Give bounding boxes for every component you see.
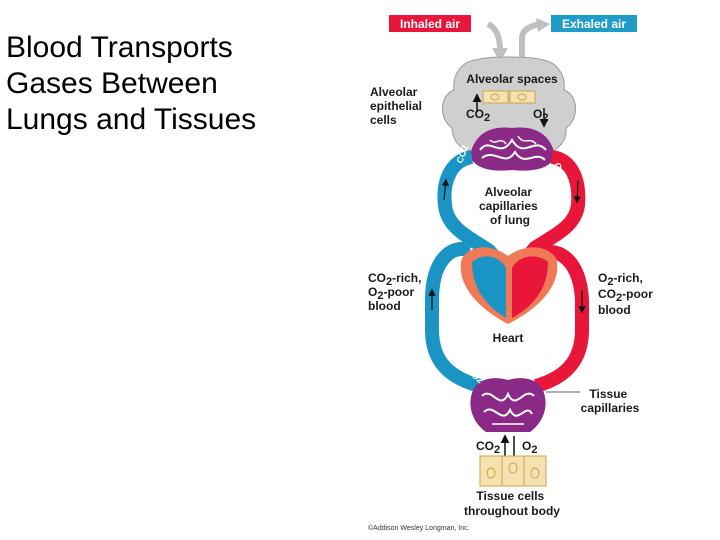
alveolar-cell-2 xyxy=(509,90,536,104)
lung-vessel-o2-label: O2 xyxy=(552,161,566,176)
heart-label: Heart xyxy=(493,331,524,345)
exhaled-air-badge xyxy=(551,15,637,32)
alveolar-cell-1-nucleus xyxy=(490,93,500,101)
tissue-cells xyxy=(479,455,547,487)
alveolar-capillaries-label: Alveolar capillaries of lung xyxy=(479,185,541,227)
alveolar-epithelial-cells-label: Alveolar epithelial cells xyxy=(370,85,425,127)
slide-title: Blood Transports Gases Between Lungs and… xyxy=(6,30,336,138)
air-in-arrow xyxy=(486,21,503,51)
lung-vessel-co2-label: CO2 xyxy=(454,144,470,165)
lung-capillary-bed xyxy=(470,127,555,171)
alveolar-cell-1 xyxy=(482,90,509,104)
tissue-capillary-bed xyxy=(470,378,546,432)
tissue-cells-label: Tissue cells throughout body xyxy=(464,489,560,518)
lung-o2-label: O2 xyxy=(533,107,548,124)
inhaled-air-badge xyxy=(389,15,471,32)
exhaled-air-label: Exhaled air xyxy=(562,17,626,31)
heart xyxy=(460,247,558,324)
flow-arrow-1 xyxy=(441,178,450,201)
title-line-2: Gases Between xyxy=(6,67,218,100)
title-line-1: Blood Transports xyxy=(6,31,233,64)
title-line-3: Lungs and Tissues xyxy=(6,103,257,136)
tissue-co2-label: CO2 xyxy=(476,439,500,456)
air-out-arrow-head xyxy=(536,18,550,32)
copyright-note: ©Addison Wesley Longman, Inc. xyxy=(368,524,470,532)
alveolar-spaces-label: Alveolar spaces xyxy=(466,72,558,86)
alveolar-cell-2-nucleus xyxy=(517,93,527,101)
o2-rich-blood-label: O2-rich, CO2-poor blood xyxy=(598,271,656,317)
tissue-vessel-o2-label: O2 xyxy=(540,364,552,374)
inhaled-air-label: Inhaled air xyxy=(400,17,460,31)
air-out-arrow xyxy=(519,21,541,62)
lung-co2-label: CO2 xyxy=(466,107,490,124)
co2-rich-blood-label: CO2-rich, O2-poor blood xyxy=(368,271,425,313)
tissue-capillaries-label: Tissue capillaries xyxy=(581,387,640,415)
tissue-o2-label: O2 xyxy=(522,439,537,456)
flow-arrow-2 xyxy=(573,179,581,204)
air-in-arrow-head xyxy=(492,48,508,62)
